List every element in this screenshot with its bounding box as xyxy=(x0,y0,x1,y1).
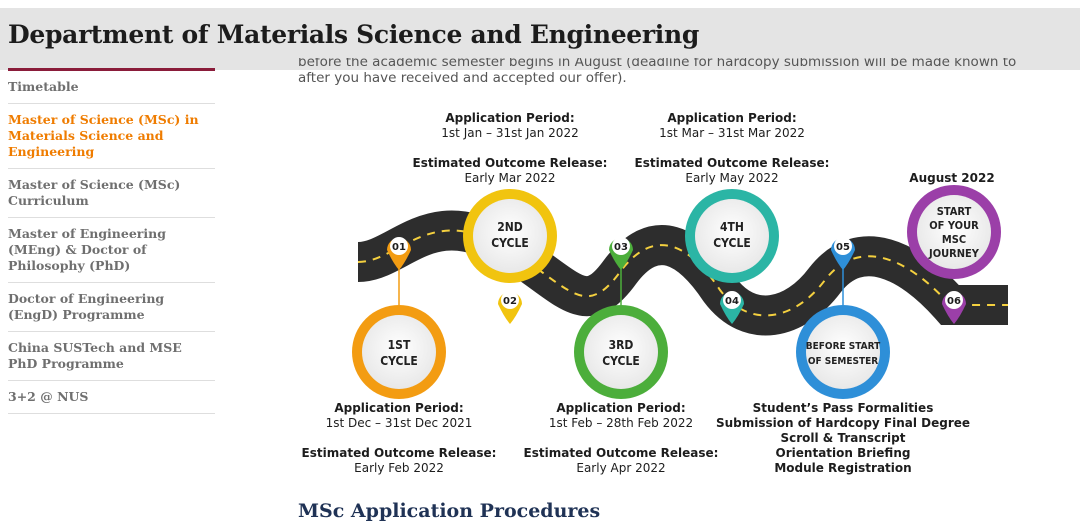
svg-text:04: 04 xyxy=(725,296,739,307)
svg-text:03: 03 xyxy=(614,242,628,253)
circle-start-of-msc-journey: START OF YOUR MSC JOURNEY xyxy=(907,185,1001,279)
svg-text:Early Mar 2022: Early Mar 2022 xyxy=(464,171,555,185)
section-title-msc-application-procedures: MSc Application Procedures xyxy=(298,500,601,522)
circle-1st-cycle: 1ST CYCLE xyxy=(352,305,446,399)
svg-text:Student’s Pass Formalities: Student’s Pass Formalities xyxy=(753,401,934,415)
svg-text:4TH: 4TH xyxy=(720,220,744,234)
svg-text:Application Period:: Application Period: xyxy=(334,401,463,415)
intro-line-1: before the academic semester begins in A… xyxy=(298,58,1017,70)
svg-text:CYCLE: CYCLE xyxy=(491,236,529,250)
sidebar-item-3plus2[interactable]: 3+2 @ NUS xyxy=(8,381,215,414)
application-roadmap-infographic: 01 02 03 04 05 06 1ST CYCLE 2ND CYCLE xyxy=(302,111,1008,475)
label-3rd-cycle: Application Period: 1st Feb – 28th Feb 2… xyxy=(524,401,719,475)
svg-text:02: 02 xyxy=(503,296,517,307)
label-before-semester-tasks: Student’s Pass Formalities Submission of… xyxy=(716,401,970,475)
label-august-2022: August 2022 xyxy=(909,171,994,185)
svg-text:Application Period:: Application Period: xyxy=(667,111,796,125)
svg-text:2ND: 2ND xyxy=(497,220,523,234)
svg-text:MSC: MSC xyxy=(942,233,966,246)
svg-text:1st Mar – 31st Mar 2022: 1st Mar – 31st Mar 2022 xyxy=(659,126,805,140)
sidebar-nav: Timetable Master of Science (MSc) in Mat… xyxy=(8,68,215,414)
svg-text:Scroll & Transcript: Scroll & Transcript xyxy=(780,431,905,445)
svg-text:Early Feb 2022: Early Feb 2022 xyxy=(354,461,444,475)
svg-text:Application Period:: Application Period: xyxy=(556,401,685,415)
svg-text:Module Registration: Module Registration xyxy=(774,461,911,475)
sidebar-item-meng-phd[interactable]: Master of Engineering (MEng) & Doctor of… xyxy=(8,218,215,283)
pin-01: 01 xyxy=(387,237,411,270)
department-title: Department of Materials Science and Engi… xyxy=(8,20,700,49)
label-4th-cycle: Application Period: 1st Mar – 31st Mar 2… xyxy=(635,111,830,185)
circle-2nd-cycle: 2ND CYCLE xyxy=(463,189,557,283)
sidebar-item-timetable[interactable]: Timetable xyxy=(8,71,215,104)
svg-text:OF SEMESTER: OF SEMESTER xyxy=(808,356,878,367)
svg-text:3RD: 3RD xyxy=(609,338,634,352)
svg-text:Estimated Outcome Release:: Estimated Outcome Release: xyxy=(413,156,608,170)
svg-text:Submission of Hardcopy Final D: Submission of Hardcopy Final Degree xyxy=(716,416,970,430)
label-1st-cycle: Application Period: 1st Dec – 31st Dec 2… xyxy=(302,401,497,475)
intro-text: before the academic semester begins in A… xyxy=(298,58,1038,86)
circle-before-start-of-semester: BEFORE START OF SEMESTER xyxy=(796,305,890,399)
sidebar-item-msc-curriculum[interactable]: Master of Science (MSc) Curriculum xyxy=(8,169,215,218)
svg-text:CYCLE: CYCLE xyxy=(380,354,418,368)
svg-text:START: START xyxy=(937,205,972,218)
svg-text:Estimated Outcome Release:: Estimated Outcome Release: xyxy=(635,156,830,170)
sidebar-item-sustech-phd[interactable]: China SUSTech and MSE PhD Programme xyxy=(8,332,215,381)
label-2nd-cycle: Application Period: 1st Jan – 31st Jan 2… xyxy=(413,111,608,185)
svg-text:1ST: 1ST xyxy=(388,338,411,352)
svg-text:CYCLE: CYCLE xyxy=(713,236,751,250)
pin-05: 05 xyxy=(831,237,855,270)
svg-text:JOURNEY: JOURNEY xyxy=(928,247,980,260)
svg-text:Early Apr 2022: Early Apr 2022 xyxy=(576,461,665,475)
pin-02: 02 xyxy=(498,291,522,324)
svg-text:BEFORE START: BEFORE START xyxy=(806,341,881,352)
sidebar-item-msc-mse[interactable]: Master of Science (MSc) in Materials Sci… xyxy=(8,104,215,169)
pin-04: 04 xyxy=(720,291,744,324)
svg-text:OF YOUR: OF YOUR xyxy=(929,219,979,232)
intro-line-2: after you have received and accepted our… xyxy=(298,70,627,86)
svg-text:1st Feb – 28th Feb 2022: 1st Feb – 28th Feb 2022 xyxy=(549,416,693,430)
intro-line-1-wrapper: before the academic semester begins in A… xyxy=(298,58,1038,70)
svg-text:Estimated Outcome Release:: Estimated Outcome Release: xyxy=(524,446,719,460)
svg-text:CYCLE: CYCLE xyxy=(602,354,640,368)
svg-text:Application Period:: Application Period: xyxy=(445,111,574,125)
header-bar: Department of Materials Science and Engi… xyxy=(0,8,1080,70)
sidebar-item-engd[interactable]: Doctor of Engineering (EngD) Programme xyxy=(8,283,215,332)
svg-text:05: 05 xyxy=(836,242,850,253)
svg-text:Estimated Outcome Release:: Estimated Outcome Release: xyxy=(302,446,497,460)
circle-3rd-cycle: 3RD CYCLE xyxy=(574,305,668,399)
svg-text:01: 01 xyxy=(392,242,406,253)
pin-03: 03 xyxy=(609,237,633,270)
sidebar-accent-line xyxy=(8,68,215,71)
circle-4th-cycle: 4TH CYCLE xyxy=(685,189,779,283)
svg-text:Early May 2022: Early May 2022 xyxy=(685,171,778,185)
svg-text:1st Jan – 31st Jan 2022: 1st Jan – 31st Jan 2022 xyxy=(441,126,578,140)
svg-text:1st Dec – 31st Dec 2021: 1st Dec – 31st Dec 2021 xyxy=(326,416,473,430)
svg-text:Orientation Briefing: Orientation Briefing xyxy=(776,446,911,460)
svg-text:06: 06 xyxy=(947,296,961,307)
pin-06: 06 xyxy=(942,291,966,324)
